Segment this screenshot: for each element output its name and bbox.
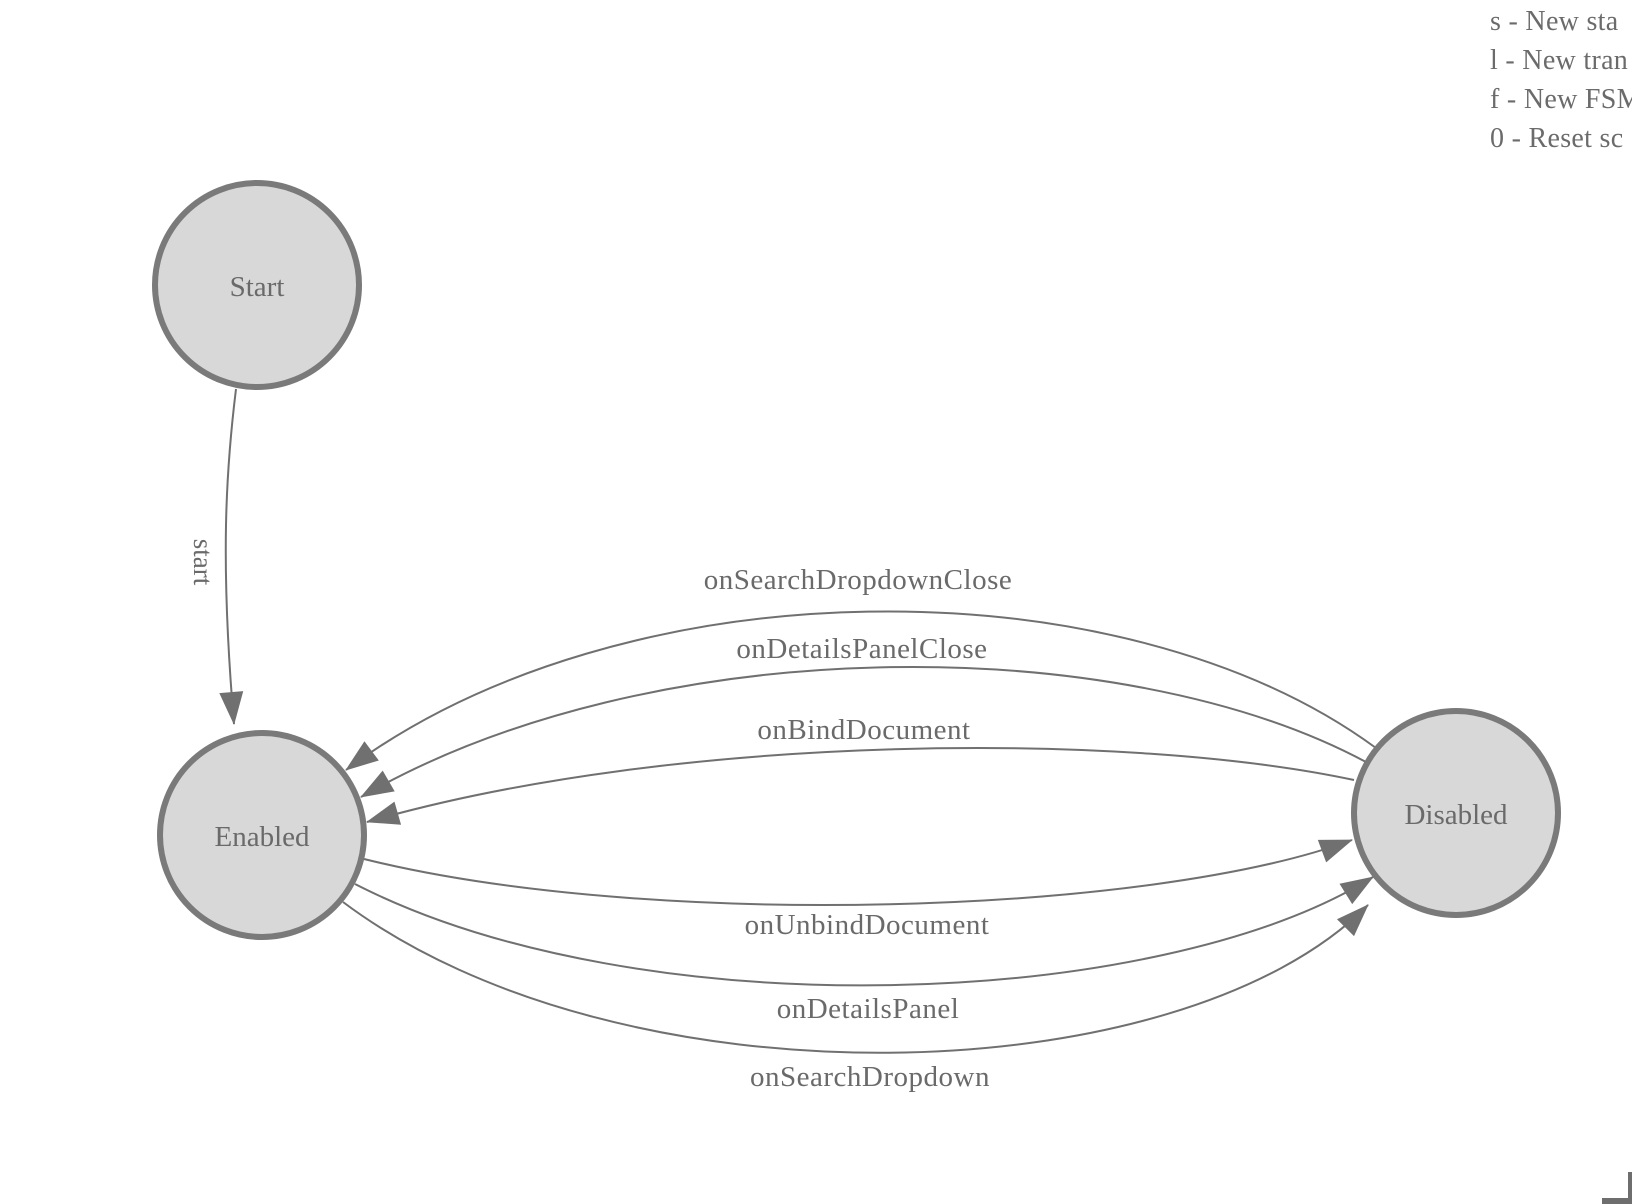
state-node-disabled[interactable] (1351, 708, 1561, 918)
edge-label-start: start (188, 539, 218, 586)
edge-onDetailsPanelClose[interactable] (360, 666, 1367, 798)
edge-onBindDocument[interactable] (366, 747, 1355, 825)
edge-start[interactable] (219, 388, 244, 725)
state-label-disabled: Disabled (1404, 799, 1508, 831)
edge-layer (219, 388, 1377, 1054)
edge-label-onDetailsPanel: onDetailsPanel (777, 993, 960, 1025)
edge-label-onDetailsPanelClose: onDetailsPanelClose (736, 633, 987, 665)
shortcuts-legend: s - New sta l - New tran f - New FSM 0 -… (1490, 2, 1632, 158)
legend-line-new-fsm: f - New FSM (1490, 84, 1632, 115)
edge-label-onSearchDropdownClose: onSearchDropdownClose (704, 564, 1013, 596)
edge-onSearchDropdownClose[interactable] (345, 610, 1377, 771)
edge-label-onSearchDropdown: onSearchDropdown (750, 1061, 990, 1093)
state-label-start: Start (230, 271, 285, 303)
canvas-corner-horizontal-bar (1602, 1198, 1632, 1204)
edge-label-onBindDocument: onBindDocument (757, 714, 970, 746)
edge-onDetailsPanel[interactable] (354, 876, 1374, 987)
canvas-corner-handle (1602, 1172, 1632, 1204)
legend-line-reset: 0 - Reset sc (1490, 123, 1624, 154)
edge-onUnbindDocument[interactable] (363, 839, 1353, 906)
legend-line-new-transition: l - New tran (1490, 45, 1629, 76)
node-layer: Start Enabled Disabled (152, 180, 1561, 940)
edge-onSearchDropdown[interactable] (342, 901, 1369, 1054)
legend-line-new-state: s - New sta (1490, 6, 1619, 37)
canvas-corner-vertical-bar (1628, 1172, 1632, 1204)
edge-label-onUnbindDocument: onUnbindDocument (745, 909, 990, 941)
state-node-enabled[interactable] (157, 730, 367, 940)
state-label-enabled: Enabled (214, 821, 310, 853)
state-node-start[interactable] (152, 180, 362, 390)
edge-label-layer: start onSearchDropdownClose onDetailsPan… (188, 539, 1012, 1093)
